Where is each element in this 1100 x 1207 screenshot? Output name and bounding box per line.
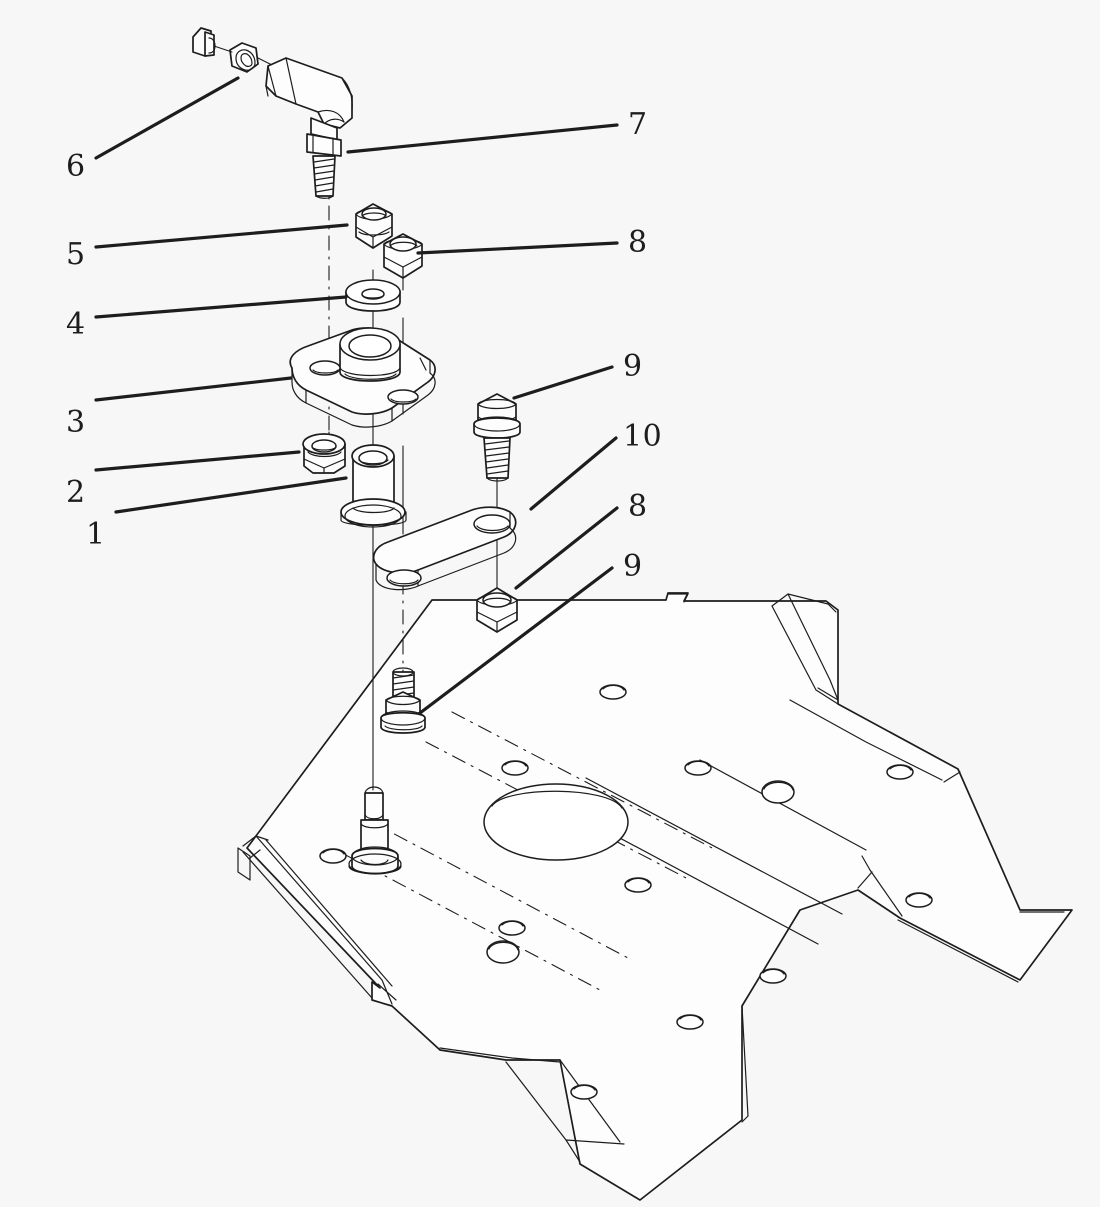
leader-line-10 [529,436,618,511]
callout-label-c7: 7 [628,107,648,142]
leader-line-8 [416,241,619,255]
callout-label-c5: 5 [66,237,86,272]
leader-line-1 [114,476,348,514]
leader-line-8 [514,506,619,590]
callout-label-c8b: 8 [628,489,648,524]
callout-label-c8a: 8 [628,225,648,260]
leader-line-4 [94,295,348,319]
callout-label-c10: 10 [623,419,663,454]
callout-label-c3: 3 [66,405,86,440]
part-2-flange-lock-nut [302,433,346,474]
callout-label-c9a: 9 [623,349,643,384]
tray-holes [319,684,933,1100]
leader-line-5 [94,223,349,249]
part-8-hex-nut-upper [383,233,423,279]
leader-line-2 [94,450,301,472]
leader-line-6 [94,76,240,160]
part-3-triangular-mount-bracket [289,327,436,428]
leader-line-9 [512,365,614,400]
part-4-flat-washer [345,279,401,312]
part-7-ball-joint-stud [265,57,353,199]
leader-line-9 [418,566,614,715]
mounted-shoulder-stud [348,786,402,875]
part-5-hex-lock-nut [355,203,393,249]
part-9-flange-bolt-lower [380,667,426,734]
callout-label-c4: 4 [66,307,86,342]
callout-label-c9b: 9 [623,549,643,584]
part-10-link-bar [372,506,517,591]
leader-line-7 [346,123,619,154]
part-1-flanged-bushing [340,444,407,528]
chassis-tray-plate [237,592,1073,1201]
callout-label-c6: 6 [66,149,86,184]
callout-leader-lines [94,76,619,715]
part-8-hex-nut-lower [476,587,518,633]
leader-line-3 [94,376,293,402]
callout-label-c1: 1 [86,517,106,552]
part-9-flange-bolt-upper [473,393,521,482]
callout-label-c2: 2 [66,475,86,510]
